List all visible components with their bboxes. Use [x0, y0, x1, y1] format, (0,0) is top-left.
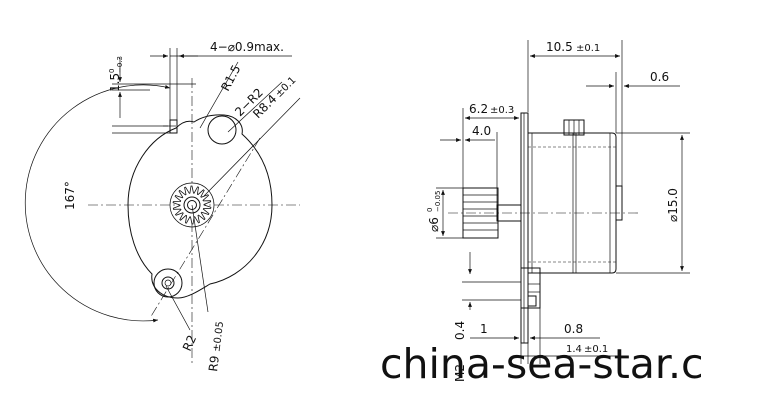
len-0-4: 0.4: [453, 321, 467, 340]
gear-outer-circle: [169, 182, 215, 228]
angle-label: 167°: [63, 181, 77, 210]
dia-6-sub: −0.05: [434, 191, 442, 212]
motor-can: [527, 132, 617, 274]
r2-2-leader: [227, 81, 283, 133]
len-1-4-tol: ±0.1: [584, 344, 608, 355]
len-0-8: 0.8: [564, 322, 583, 336]
r9-tol: ±0.05: [211, 321, 226, 353]
r9-label: R9: [206, 355, 222, 373]
len-1: 1: [480, 322, 488, 336]
shaft-circle: [187, 200, 197, 210]
r1-5-label: R1.5: [218, 63, 243, 94]
ear-circle-top: [207, 115, 237, 145]
holes-note: 4−⌀0.9max.: [210, 40, 284, 54]
tol-1-5: 1.5: [108, 73, 122, 92]
len-10-5-tol: ±0.1: [576, 43, 600, 54]
rear-boss: [615, 185, 623, 221]
side-gear-teeth: [463, 194, 498, 231]
len-4-0: 4.0: [472, 124, 491, 138]
mount-hole-inner: [164, 279, 172, 287]
mount-ear: [520, 267, 541, 309]
ear-circle-bottom: [153, 268, 183, 298]
terminal-pin: [169, 119, 178, 134]
len-1-4: 1.4: [566, 344, 582, 355]
r8-4-tol: ±0.1: [274, 75, 299, 100]
r8-4-leader: [203, 97, 301, 197]
len-6-2: 6.2: [469, 102, 488, 116]
dia-15: ⌀15.0: [666, 188, 680, 222]
dia-6-sup: 0: [426, 208, 434, 212]
dia-6: ⌀6: [427, 217, 441, 232]
len-0-6: 0.6: [650, 70, 669, 84]
motor-flange-outline: [127, 114, 273, 299]
r2-label: R2: [180, 333, 199, 353]
shaft: [496, 204, 522, 222]
mount-hole: [161, 276, 175, 290]
side-view: 10.5 ±0.1 0.6 6.2 ±0.3 4.0 ⌀6 0 −0.05 ⌀1…: [426, 40, 690, 382]
thread-m2: M2: [453, 364, 467, 382]
watermark: china-sea-star.c: [380, 340, 704, 388]
r1-5-leader: [199, 61, 239, 129]
tol-1-5-sub: −0.3: [116, 56, 124, 73]
r2-leader: [165, 285, 191, 331]
side-gear: [462, 187, 499, 239]
len-6-2-tol: ±0.3: [490, 105, 514, 116]
gear-bore: [183, 196, 201, 214]
len-10-5: 10.5: [546, 40, 573, 54]
angle-arc: [24, 84, 171, 323]
front-view: 4−⌀0.9max. 1.5 0 −0.3 R1.5 2−R2 R8.4 ±0.…: [24, 40, 301, 373]
r9-leader: [191, 204, 209, 313]
tol-1-5-sup: 0: [108, 69, 116, 73]
